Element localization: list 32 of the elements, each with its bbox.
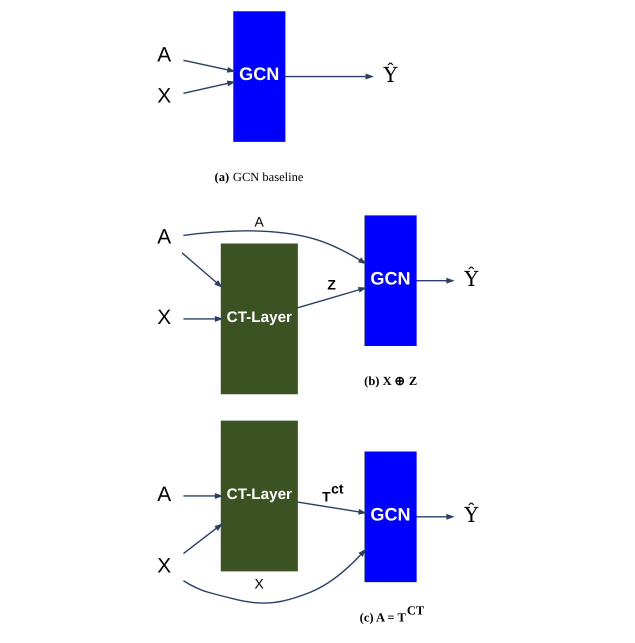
- node-box: CT-Layer: [220, 420, 298, 572]
- node-text: Ŷ: [464, 503, 478, 528]
- edge-label: A: [254, 214, 264, 230]
- arrow: [182, 230, 366, 264]
- arrow: [416, 278, 454, 284]
- node-box: CT-Layer: [220, 244, 298, 394]
- arrow: [182, 80, 236, 94]
- node-text: Ŷ: [383, 62, 397, 87]
- node-box: GCN: [364, 215, 416, 346]
- arrow: [296, 501, 366, 515]
- label: (a) GCN baseline: [214, 170, 303, 184]
- node-text: A: [156, 226, 171, 249]
- node-box: GCN: [364, 452, 416, 582]
- label: (b) X ⊕ Z: [364, 374, 417, 388]
- edge-label: X: [254, 575, 264, 592]
- arrow: [182, 548, 366, 604]
- node-text: X: [156, 306, 171, 330]
- node-text: X: [156, 84, 171, 108]
- arrow: [180, 252, 222, 288]
- arrow: [182, 316, 223, 322]
- arrow: [182, 60, 236, 73]
- arrow: [296, 287, 366, 309]
- arrow: [182, 523, 222, 554]
- node-text: A: [156, 483, 171, 506]
- node-text: Ŷ: [464, 266, 478, 291]
- node-box: GCN: [232, 11, 285, 142]
- node-text: X: [156, 554, 171, 578]
- arrow: [284, 74, 374, 80]
- arrow: [182, 493, 223, 499]
- edge-label: Z: [326, 276, 336, 293]
- arrow: [416, 514, 454, 520]
- node-text: A: [156, 44, 171, 67]
